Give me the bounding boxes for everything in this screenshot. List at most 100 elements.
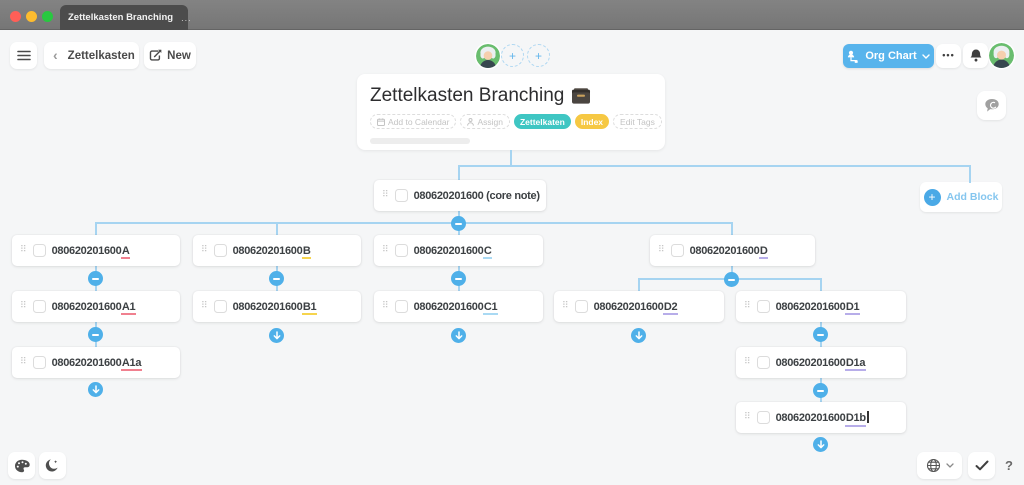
chevron-down-icon <box>945 463 954 468</box>
new-project-button[interactable]: New <box>144 42 196 69</box>
workspace-label: Zettelkasten <box>67 49 135 62</box>
checkbox[interactable] <box>756 356 770 369</box>
arrow-down-icon <box>92 385 99 394</box>
collapse-button[interactable] <box>724 272 739 287</box>
close-window-button[interactable] <box>10 11 21 22</box>
expand-button[interactable] <box>269 328 284 343</box>
collapse-button[interactable] <box>88 271 103 286</box>
view-label: Org Chart <box>865 50 917 62</box>
node-B[interactable]: ⠿ 080620201600B <box>193 235 361 266</box>
browser-tab[interactable]: Zettelkasten Branching ... <box>60 5 191 30</box>
avatar-image <box>989 43 1014 68</box>
collapse-button[interactable] <box>88 327 103 342</box>
node-D1a[interactable]: ⠿ 080620201600D1a <box>736 347 906 378</box>
node-core[interactable]: ⠿ 080620201600 (core note) <box>374 180 546 211</box>
checkbox[interactable] <box>32 244 46 257</box>
checkbox[interactable] <box>394 189 408 202</box>
collapse-button[interactable] <box>813 327 828 342</box>
expand-button[interactable] <box>451 328 466 343</box>
help-button[interactable]: ? <box>998 452 1020 479</box>
checkbox[interactable] <box>670 244 684 257</box>
minus-icon <box>455 277 462 280</box>
tag-index[interactable]: Index <box>574 114 610 129</box>
ellipsis-icon: ••• <box>942 49 955 60</box>
node-C[interactable]: ⠿ 080620201600C <box>374 235 543 266</box>
checkbox[interactable] <box>213 300 227 313</box>
title-actions-row: Add to Calendar Assign Zettelkaten Index… <box>370 114 662 129</box>
connector <box>458 165 971 167</box>
edit-tags-button[interactable]: Edit Tags <box>613 114 662 129</box>
more-options-button[interactable]: ••• <box>936 44 961 68</box>
node-D[interactable]: ⠿ 080620201600D <box>650 235 815 266</box>
node-A1[interactable]: ⠿ 080620201600A1 <box>12 291 180 322</box>
comments-button[interactable] <box>977 91 1006 120</box>
drag-handle-icon[interactable]: ⠿ <box>382 301 389 311</box>
expand-button[interactable] <box>631 328 646 343</box>
node-C1[interactable]: ⠿ 080620201600C1 <box>374 291 543 322</box>
invite-member-button[interactable]: + <box>501 44 524 67</box>
invite-member-button-2[interactable]: + <box>527 44 550 67</box>
node-A1a[interactable]: ⠿ 080620201600A1a <box>12 347 180 378</box>
checkbox[interactable] <box>394 244 408 257</box>
checkbox[interactable] <box>756 411 770 424</box>
checkbox[interactable] <box>32 300 46 313</box>
workspace-breadcrumb[interactable]: ‹ Zettelkasten <box>44 42 139 69</box>
add-to-calendar-button[interactable]: Add to Calendar <box>370 114 457 129</box>
zoom-window-button[interactable] <box>42 11 53 22</box>
collapse-button[interactable] <box>451 216 466 231</box>
node-A[interactable]: ⠿ 080620201600A <box>12 235 180 266</box>
project-title-card[interactable]: Zettelkasten Branching Add to Calendar A… <box>357 74 665 150</box>
moon-icon <box>45 459 58 472</box>
node-B1[interactable]: ⠿ 080620201600B1 <box>193 291 361 322</box>
checkbox[interactable] <box>32 356 46 369</box>
expand-button[interactable] <box>813 437 828 452</box>
drag-handle-icon[interactable]: ⠿ <box>201 245 208 255</box>
minimize-window-button[interactable] <box>26 11 37 22</box>
drag-handle-icon[interactable]: ⠿ <box>201 301 208 311</box>
collapse-button[interactable] <box>269 271 284 286</box>
user-avatar[interactable] <box>989 43 1014 68</box>
add-block-button[interactable]: + Add Block <box>920 182 1002 212</box>
view-switcher-button[interactable]: Org Chart <box>843 44 934 68</box>
drag-handle-icon[interactable]: ⠿ <box>382 190 389 200</box>
menu-button[interactable] <box>10 42 37 69</box>
connector <box>95 222 733 224</box>
checkbox[interactable] <box>574 300 588 313</box>
node-D1[interactable]: ⠿ 080620201600D1 <box>736 291 906 322</box>
drag-handle-icon[interactable]: ⠿ <box>20 301 27 311</box>
tag-zettelkaten[interactable]: Zettelkaten <box>513 114 571 129</box>
checkbox[interactable] <box>213 244 227 257</box>
done-button[interactable] <box>968 452 995 479</box>
note-placeholder-bar <box>370 138 470 144</box>
checkbox[interactable] <box>394 300 408 313</box>
notifications-button[interactable] <box>963 43 988 68</box>
question-mark: ? <box>1005 458 1013 473</box>
drag-handle-icon[interactable]: ⠿ <box>744 301 751 311</box>
node-D1b[interactable]: ⠿ 080620201600D1b <box>736 402 906 433</box>
drag-handle-icon[interactable]: ⠿ <box>744 357 751 367</box>
drag-handle-icon[interactable]: ⠿ <box>658 245 665 255</box>
arrow-down-icon <box>635 331 642 340</box>
drag-handle-icon[interactable]: ⠿ <box>744 412 751 422</box>
collaborator-avatar[interactable] <box>476 44 500 68</box>
drag-handle-icon[interactable]: ⠿ <box>382 245 389 255</box>
collapse-button[interactable] <box>813 383 828 398</box>
compose-icon <box>149 49 162 61</box>
collapse-button[interactable] <box>451 271 466 286</box>
checkbox[interactable] <box>756 300 770 313</box>
language-button[interactable] <box>917 452 962 479</box>
calendar-icon <box>377 117 385 126</box>
theme-button[interactable] <box>8 452 35 479</box>
minus-icon <box>728 278 735 281</box>
connector <box>510 150 512 167</box>
minus-icon <box>92 333 99 336</box>
dark-mode-button[interactable] <box>39 452 66 479</box>
node-D2[interactable]: ⠿ 080620201600D2 <box>554 291 724 322</box>
drag-handle-icon[interactable]: ⠿ <box>20 357 27 367</box>
assign-button[interactable]: Assign <box>460 114 510 129</box>
drag-handle-icon[interactable]: ⠿ <box>562 301 569 311</box>
titlebar: Zettelkasten Branching ... <box>0 0 1024 30</box>
expand-button[interactable] <box>88 382 103 397</box>
drag-handle-icon[interactable]: ⠿ <box>20 245 27 255</box>
back-chevron-icon[interactable]: ‹ <box>53 46 58 63</box>
